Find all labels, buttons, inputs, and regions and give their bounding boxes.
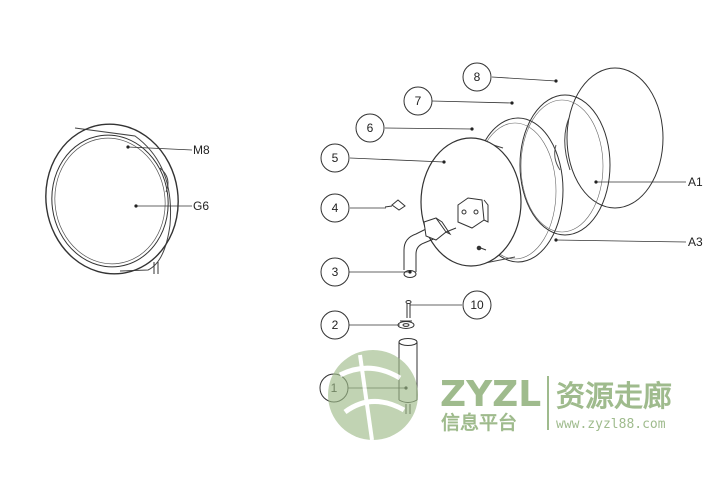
label-m8: M8 bbox=[193, 143, 210, 157]
balloon-label-10: 10 bbox=[470, 298, 484, 312]
washer-part-2 bbox=[397, 320, 415, 329]
balloon-4 bbox=[320, 193, 350, 223]
balloon-6 bbox=[355, 113, 385, 143]
balloon-label-5: 5 bbox=[332, 151, 339, 165]
balloon-8 bbox=[462, 62, 492, 92]
balloon-7 bbox=[403, 86, 433, 116]
disk-part-8 bbox=[554, 67, 664, 209]
balloon-label-4: 4 bbox=[332, 201, 339, 215]
balloon-label-6: 6 bbox=[367, 121, 374, 135]
assembled-reel bbox=[45, 123, 179, 275]
disk-part-7 bbox=[519, 94, 611, 236]
balloon-label-7: 7 bbox=[415, 94, 422, 108]
watermark: ZYZL 资源走廊 信息平台 www.zyzl88.com bbox=[328, 350, 672, 441]
balloon-label-2: 2 bbox=[332, 318, 339, 332]
label-a3: A3 bbox=[688, 235, 703, 249]
balloon-5 bbox=[320, 143, 350, 173]
label-a1: A1 bbox=[688, 175, 703, 189]
pin-part-10 bbox=[405, 300, 412, 318]
balloon-label-3: 3 bbox=[332, 265, 339, 279]
screw-small bbox=[476, 245, 487, 251]
balloon-label-8: 8 bbox=[474, 70, 481, 84]
watermark-name: 资源走廊 bbox=[556, 379, 672, 413]
watermark-brand: ZYZL bbox=[440, 374, 541, 415]
watermark-logo-icon bbox=[328, 350, 418, 441]
balloon-2 bbox=[320, 310, 350, 340]
balloon-10 bbox=[462, 290, 492, 320]
watermark-subtitle: 信息平台 bbox=[441, 411, 517, 434]
mounting-bracket bbox=[457, 197, 489, 229]
clip-part-4 bbox=[384, 199, 406, 211]
balloon-3 bbox=[320, 257, 350, 287]
watermark-url: www.zyzl88.com bbox=[556, 417, 666, 432]
label-g6: G6 bbox=[193, 199, 209, 213]
